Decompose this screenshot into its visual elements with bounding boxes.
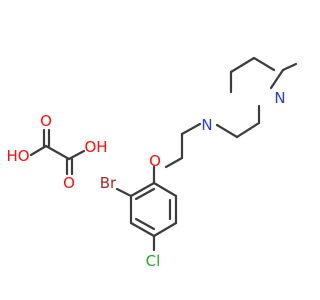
bond-ar-3 <box>152 221 178 238</box>
bond-ethyl-1 <box>269 68 285 90</box>
bond-ar-4 <box>129 221 156 238</box>
bond-ho-c1 <box>29 144 48 157</box>
ether-o-label: O <box>149 152 161 170</box>
oxalic-oh-label: OH <box>84 138 107 156</box>
bond-ar-1 <box>152 181 178 198</box>
bond-n-ch2 <box>180 122 202 136</box>
bond-c2-oh <box>67 149 86 161</box>
oxalic-o-top-label: O <box>40 112 52 130</box>
bond-ring-5 <box>215 123 239 139</box>
bond-ring-2 <box>252 56 276 72</box>
bonds <box>29 56 298 252</box>
bond-ar-6-inner <box>134 187 156 201</box>
bond-ring-4 <box>235 121 261 139</box>
bond-ethyl-2 <box>281 62 298 72</box>
cl-label: Cl <box>146 252 161 270</box>
oxalic-ho-label: HO <box>6 147 29 165</box>
n-upper-label: N <box>274 89 285 107</box>
atom-labels: HO O OH O O N N Br Cl <box>6 89 285 270</box>
bond-ar-6 <box>129 181 156 198</box>
bond-ch2-o <box>164 156 184 169</box>
br-label: Br <box>100 174 117 192</box>
n-lower-label: N <box>201 116 212 134</box>
molecule-diagram: HO O OH O O N N Br Cl <box>6 56 298 270</box>
oxalic-o-bottom-label: O <box>63 174 75 192</box>
bond-ring-1 <box>229 56 256 74</box>
bond-c1-c2 <box>44 144 71 161</box>
bond-ar-4-inner <box>134 217 156 231</box>
bond-ar-br <box>115 187 133 198</box>
